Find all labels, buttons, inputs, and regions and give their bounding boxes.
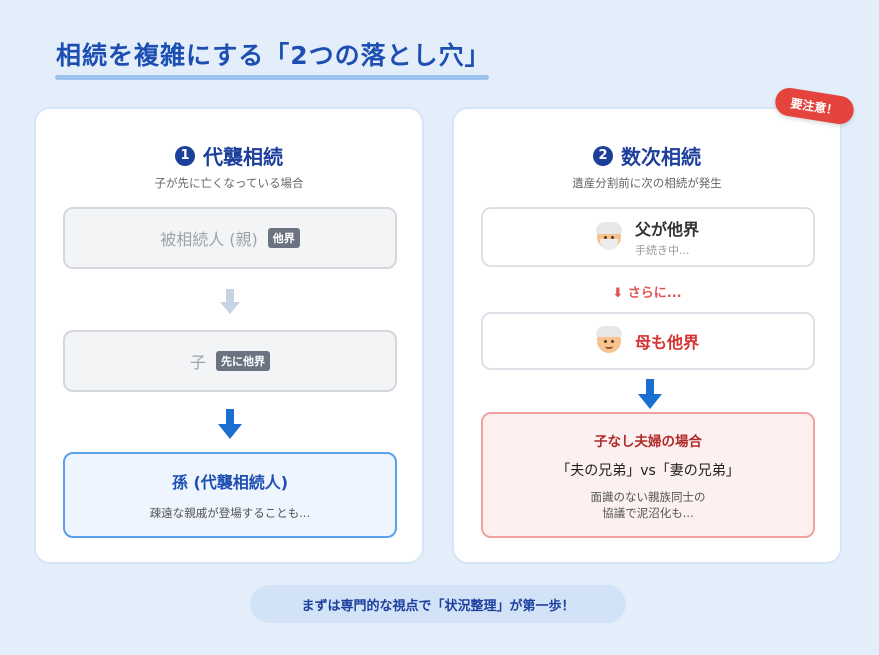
page-title: 相続を複雑にする「2つの落とし穴」 <box>56 41 491 70</box>
number-badge: 2 <box>593 145 613 166</box>
connector-label: さらに... <box>627 286 682 301</box>
box-result: 子なし夫婦の場合 「夫の兄弟」vs「妻の兄弟」 面識のない親族同士の 協議で泥沼… <box>481 412 815 538</box>
box-father: 父が他界 手続き中... <box>481 207 815 267</box>
card-subtitle: 子が先に亡くなっている場合 <box>154 176 304 190</box>
number-badge: 1 <box>175 145 195 166</box>
card-title-text: 数次相続 <box>621 145 701 169</box>
down-arrow-icon: ⬇ <box>612 286 624 301</box>
footer-banner: まずは専門的な視点で「状況整理」が第一歩！ <box>250 585 626 623</box>
title-underline <box>55 75 489 80</box>
box-label: 被相続人 (親) <box>160 230 258 249</box>
person-status: 手続き中... <box>634 244 690 257</box>
down-arrow-icon <box>220 289 240 314</box>
result-desc-line: 協議で泥沼化も... <box>602 505 694 520</box>
person-name: 母も他界 <box>634 333 699 352</box>
box-grandchild: 孫 (代襲相続人) 疎遠な親戚が登場することも... <box>63 452 397 538</box>
card-daishu-souzoku: 1 代襲相続 子が先に亡くなっている場合 被相続人 (親) 他界 子 先に他界 … <box>34 107 424 564</box>
grandmother-icon <box>595 326 622 353</box>
result-desc-line: 面識のない親族同士の <box>590 489 706 504</box>
card-subtitle: 遺産分割前に次の相続が発生 <box>572 176 722 190</box>
box-desc: 疎遠な親戚が登場することも... <box>149 506 311 520</box>
grandfather-icon <box>595 222 622 250</box>
card-suuji-souzoku: 2 数次相続 遺産分割前に次の相続が発生 父が他界 手続き中... ⬇ さらに.… <box>452 107 842 564</box>
box-label: 子 <box>189 353 206 372</box>
person-name: 父が他界 <box>634 220 699 239</box>
down-arrow-icon <box>218 409 242 439</box>
card-title: 1 代襲相続 <box>36 141 422 170</box>
result-desc: 面識のない親族同士の 協議で泥沼化も... <box>591 489 706 521</box>
down-arrow-icon <box>638 379 662 409</box>
box-mother: 母も他界 <box>481 312 815 370</box>
connector-text: ⬇ さらに... <box>454 282 840 301</box>
person-mother: 母も他界 <box>595 326 699 353</box>
card-title: 2 数次相続 <box>454 141 840 170</box>
result-vs: 「夫の兄弟」vs「妻の兄弟」 <box>556 462 740 479</box>
box-child: 子 先に他界 <box>63 330 397 392</box>
person-father: 父が他界 手続き中... <box>595 216 699 258</box>
box-title: 孫 (代襲相続人) <box>171 473 289 492</box>
status-tag: 先に他界 <box>216 351 270 371</box>
card-title-text: 代襲相続 <box>203 145 283 169</box>
box-decedent: 被相続人 (親) 他界 <box>63 207 397 269</box>
status-tag: 他界 <box>267 228 300 248</box>
result-title: 子なし夫婦の場合 <box>594 433 702 450</box>
